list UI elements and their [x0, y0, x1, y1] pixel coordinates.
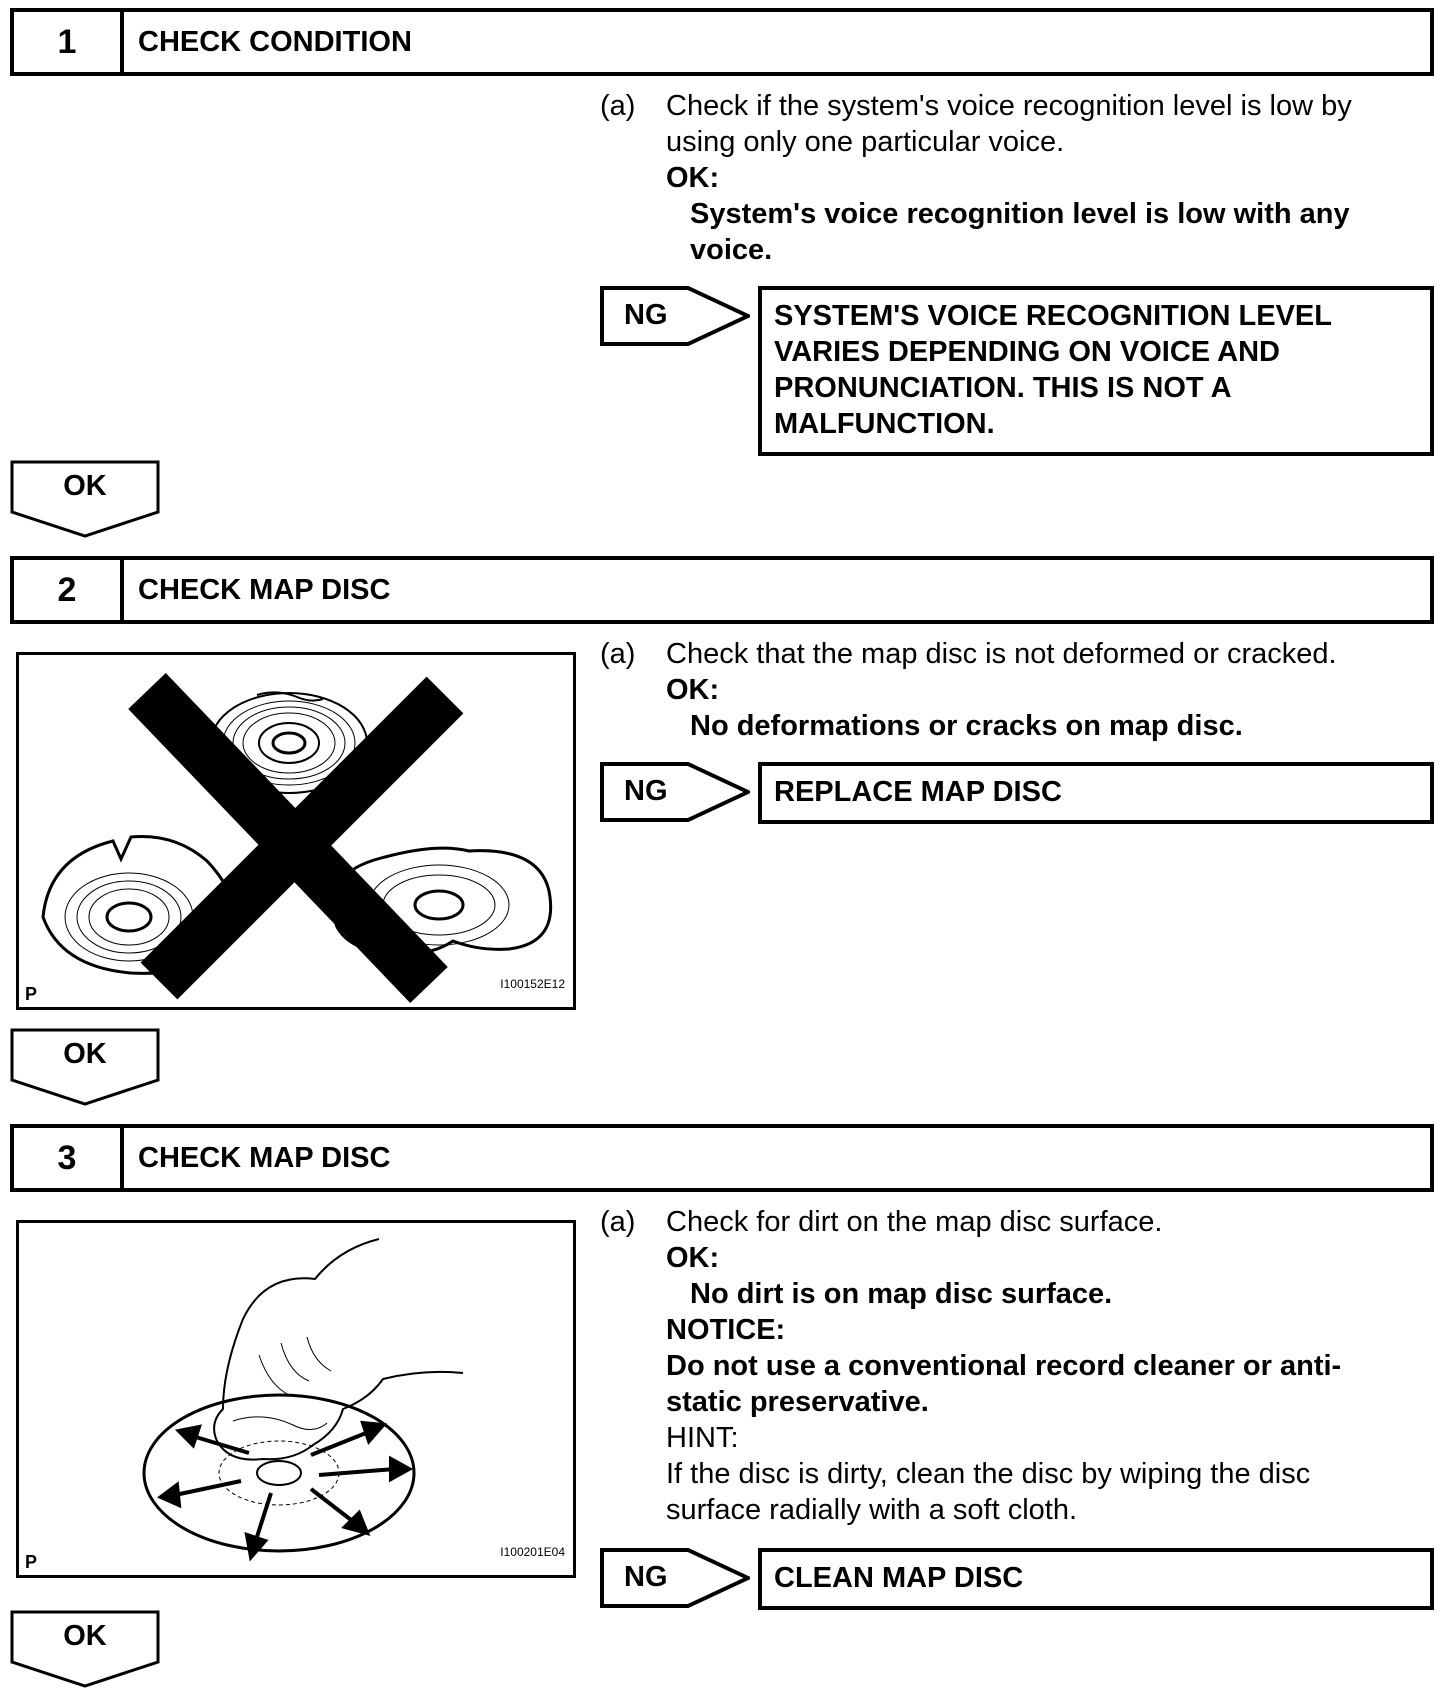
item-tag: (a)	[600, 90, 636, 122]
figure-deformed-discs: P I100152E12	[16, 652, 576, 1010]
ok-label: OK	[63, 1038, 107, 1070]
notice-text: Do not use a conventional record cleaner…	[666, 1350, 1342, 1418]
ok-criterion: No deformations or cracks on map disc.	[690, 710, 1243, 742]
ng-arrow: NG	[600, 1548, 750, 1608]
ng-arrow-icon	[600, 286, 750, 346]
step-2-header: 2 CHECK MAP DISC	[10, 556, 1434, 624]
step-1-header: 1 CHECK CONDITION	[10, 8, 1434, 76]
ok-label: OK:	[666, 162, 720, 194]
ng-label: NG	[624, 1561, 668, 1593]
ng-label: NG	[624, 299, 668, 331]
notice-label: NOTICE:	[666, 1314, 786, 1346]
step-title: CHECK MAP DISC	[138, 1142, 391, 1174]
ng-result-box: CLEAN MAP DISC	[758, 1548, 1434, 1610]
ng-result-box: SYSTEM'S VOICE RECOGNITION LEVEL VARIES …	[758, 286, 1434, 456]
ok-arrow: OK	[10, 460, 160, 538]
ok-label: OK	[63, 470, 107, 502]
figure-code: I100152E12	[500, 977, 565, 991]
hint-label: HINT:	[666, 1422, 739, 1454]
hint-text: If the disc is dirty, clean the disc by …	[666, 1458, 1311, 1526]
ok-down-arrow-icon	[10, 460, 160, 538]
item-tag: (a)	[600, 1206, 636, 1238]
step-number: 2	[14, 560, 124, 620]
step-number: 3	[14, 1128, 124, 1188]
ok-label: OK:	[666, 1242, 720, 1274]
ng-arrow-icon	[600, 1548, 750, 1608]
ng-arrow: NG	[600, 286, 750, 346]
step-1-check-item: (a) Check if the system's voice recognit…	[600, 88, 1400, 266]
deformed-cracked-disc-illustration	[41, 673, 553, 1003]
ok-label: OK:	[666, 674, 720, 706]
step-3-header: 3 CHECK MAP DISC	[10, 1124, 1434, 1192]
step-title: CHECK MAP DISC	[138, 574, 391, 606]
ng-result-box: REPLACE MAP DISC	[758, 762, 1434, 824]
step-number: 1	[14, 12, 124, 72]
ok-criterion: No dirt is on map disc surface.	[690, 1278, 1113, 1310]
ng-arrow: NG	[600, 762, 750, 822]
item-tag: (a)	[600, 638, 636, 670]
figure-corner-letter: P	[25, 984, 38, 1004]
figure-corner-letter: P	[25, 1552, 38, 1572]
ok-arrow: OK	[10, 1028, 160, 1106]
ok-criterion: System's voice recognition level is low …	[690, 198, 1350, 266]
wipe-disc-radially-illustration	[142, 1238, 464, 1562]
instruction-text: Check if the system's voice recognition …	[666, 90, 1352, 158]
ok-down-arrow-icon	[10, 1610, 160, 1688]
ng-label: NG	[624, 775, 668, 807]
figure-code: I100201E04	[500, 1545, 565, 1559]
step-title: CHECK CONDITION	[138, 26, 412, 58]
instruction-text: Check that the map disc is not deformed …	[666, 638, 1337, 670]
instruction-text: Check for dirt on the map disc surface.	[666, 1206, 1163, 1238]
ok-arrow: OK	[10, 1610, 160, 1688]
step-2-check-item: (a) Check that the map disc is not defor…	[600, 636, 1400, 746]
ng-arrow-icon	[600, 762, 750, 822]
figure-wipe-disc: P I100201E04	[16, 1220, 576, 1578]
step-3-check-item: (a) Check for dirt on the map disc surfa…	[600, 1204, 1400, 1534]
ok-label: OK	[63, 1620, 107, 1652]
ok-down-arrow-icon	[10, 1028, 160, 1106]
